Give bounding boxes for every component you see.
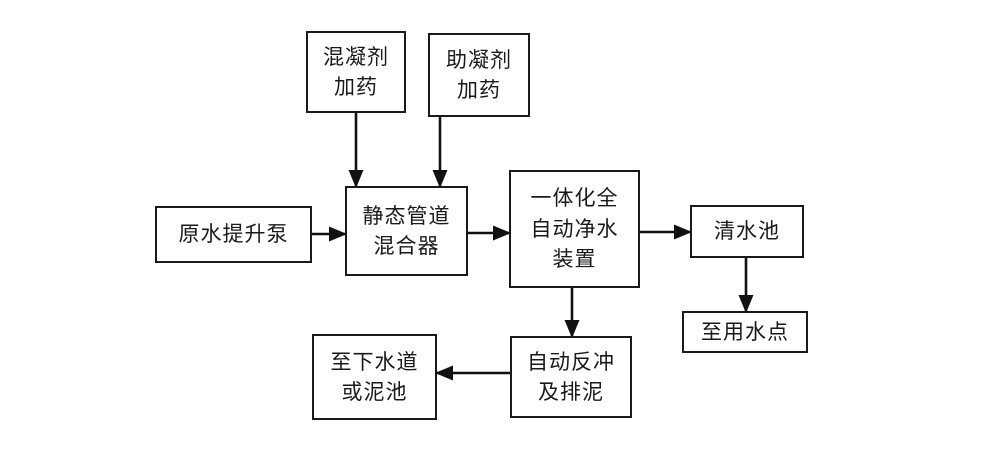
- node-label-line: 或泥池: [341, 380, 408, 404]
- node-auto-backwash-sludge[interactable]: 自动反冲及排泥: [510, 336, 632, 418]
- node-clear-water-tank[interactable]: 清水池: [690, 205, 804, 258]
- node-label-line: 加药: [457, 78, 501, 102]
- node-label-line: 清水池: [714, 219, 780, 244]
- node-label-line: 加药: [334, 75, 378, 99]
- node-label-line: 自动反冲: [527, 349, 615, 374]
- node-label-line: 装置: [552, 247, 597, 272]
- node-flocculant-dosing[interactable]: 助凝剂加药: [428, 33, 530, 117]
- node-label-line: 原水提升泵: [178, 222, 289, 247]
- node-label-line: 自动净水: [530, 216, 619, 241]
- node-label-line: 至用水点: [701, 319, 789, 344]
- node-label-line: 一体化全: [530, 186, 619, 211]
- node-raw-water-pump[interactable]: 原水提升泵: [155, 206, 312, 263]
- node-to-water-point[interactable]: 至用水点: [682, 311, 808, 353]
- node-to-sewer-or-sludge-pit[interactable]: 至下水道或泥池: [312, 334, 437, 420]
- node-integrated-water-purifier[interactable]: 一体化全自动净水装置: [509, 170, 640, 288]
- node-label-line: 助凝剂: [446, 47, 512, 72]
- node-label-line: 及排泥: [538, 380, 604, 404]
- node-label-line: 混凝剂: [323, 44, 389, 69]
- node-label-line: 至下水道: [330, 349, 419, 374]
- node-label-line: 静态管道: [362, 203, 451, 228]
- node-static-pipe-mixer[interactable]: 静态管道混合器: [345, 186, 468, 276]
- node-label-line: 混合器: [373, 234, 440, 258]
- node-coagulant-dosing[interactable]: 混凝剂加药: [306, 31, 406, 113]
